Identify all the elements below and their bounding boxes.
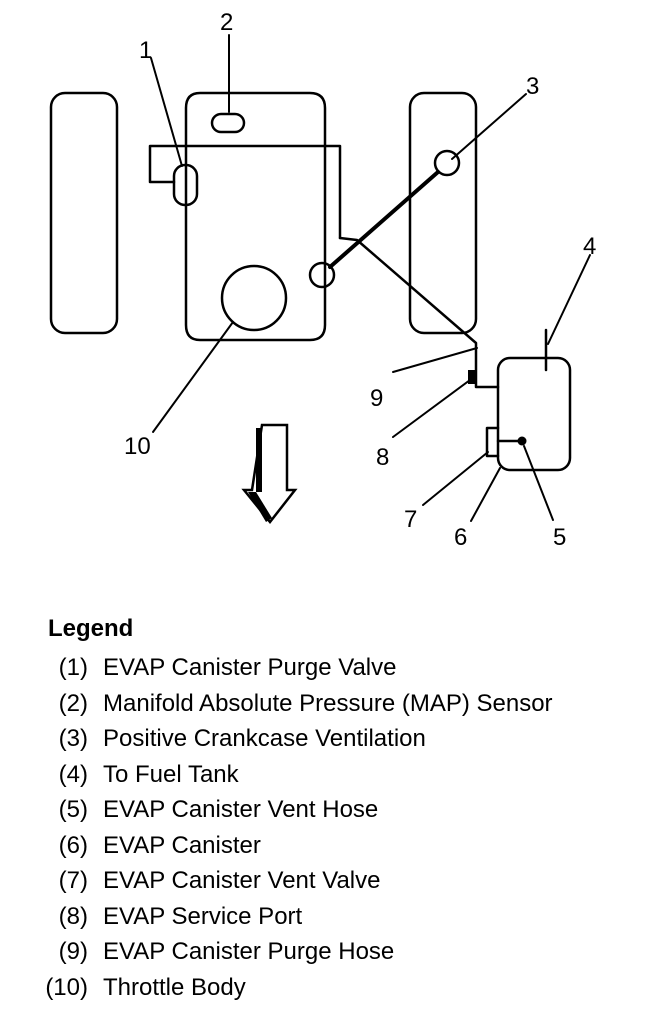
callout-2: 2: [220, 9, 233, 36]
legend-item-label: EVAP Service Port: [103, 902, 303, 930]
leader-line-9: [392, 347, 478, 373]
legend-item-label: Positive Crankcase Ventilation: [103, 725, 426, 752]
purge-valve-vacuum-hose: [148, 144, 342, 240]
right-valve-cover: [408, 91, 478, 335]
callout-6: 6: [454, 524, 467, 551]
legend-item-label: Throttle Body: [103, 973, 246, 1001]
legend-item-number: (8): [58, 902, 88, 930]
evap-vent-valve: [485, 426, 500, 458]
leader-line-10: [152, 321, 234, 433]
pcv-port: [308, 261, 336, 289]
purge-hose: [338, 236, 500, 389]
legend-item-number: (7): [58, 867, 88, 894]
leader-line-6: [470, 467, 501, 522]
map-sensor: [210, 112, 246, 134]
legend-item-label: EVAP Canister Vent Hose: [103, 796, 379, 823]
callout-8: 8: [376, 444, 389, 471]
legend-item-label: EVAP Canister Purge Valve: [103, 654, 397, 681]
leader-line-7: [422, 451, 489, 506]
legend-item-number: (5): [58, 796, 88, 823]
leader-line-4: [547, 254, 591, 345]
purge-valve: [172, 163, 199, 207]
legend-item-label: EVAP Canister Purge Hose: [103, 938, 395, 965]
intake-manifold: [184, 91, 327, 342]
throttle-body: [220, 264, 288, 332]
legend-item-number: (6): [58, 831, 88, 859]
leader-line-1: [150, 57, 183, 167]
callout-1: 1: [139, 37, 152, 64]
callout-7: 7: [404, 506, 417, 533]
leader-line-8: [392, 379, 471, 438]
leader-line-3: [451, 93, 527, 160]
evap-system-diagram: 1 2 3 4 5 6 7 8 9 10: [49, 9, 596, 551]
legend-item-label: To Fuel Tank: [103, 760, 239, 788]
front-direction-arrow-icon: [241, 423, 298, 525]
legend-item-label: EVAP Canister: [103, 831, 261, 859]
left-valve-cover: [49, 91, 119, 335]
callout-9: 9: [370, 385, 383, 412]
leader-line-5: [523, 445, 554, 521]
callout-4: 4: [583, 233, 596, 260]
pcv-valve: [433, 149, 461, 177]
callout-3: 3: [526, 73, 539, 100]
legend-item-number: (10): [45, 973, 88, 1001]
legend-item-number: (2): [58, 689, 88, 717]
callout-10: 10: [124, 433, 151, 460]
legend-item-label: Manifold Absolute Pressure (MAP) Sensor: [103, 689, 553, 717]
legend-title: Legend: [48, 615, 134, 642]
legend-item-number: (1): [58, 654, 88, 681]
evap-canister: [496, 356, 572, 472]
callout-5: 5: [553, 524, 566, 551]
vent-hose-fitting: [517, 436, 527, 446]
legend-item-number: (9): [58, 938, 88, 965]
pcv-hose: [328, 170, 440, 269]
legend-item-number: (3): [58, 725, 88, 752]
evap-service-port: [468, 370, 477, 384]
legend-item-number: (4): [58, 760, 88, 788]
legend-item-label: EVAP Canister Vent Valve: [103, 867, 381, 894]
